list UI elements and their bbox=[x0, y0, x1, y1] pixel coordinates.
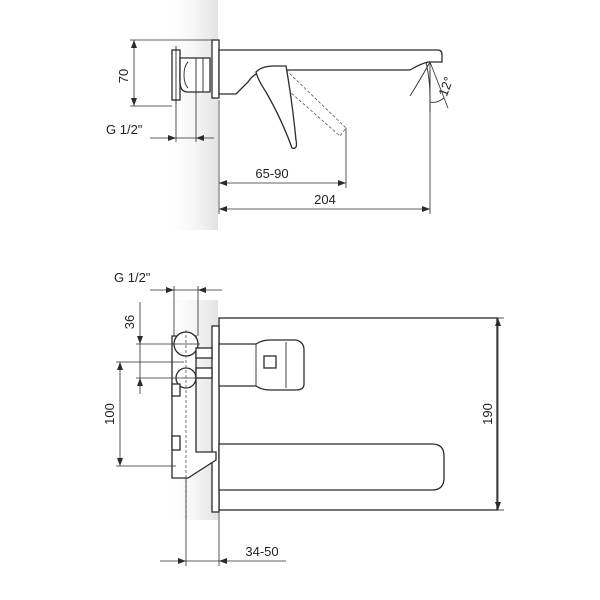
label-total-length: 204 bbox=[314, 192, 336, 207]
wall-plate-front bbox=[211, 325, 220, 513]
wall-plate-side bbox=[211, 39, 220, 99]
concealed-body-front bbox=[171, 330, 217, 520]
label-height-190: 190 bbox=[480, 403, 495, 425]
lever-handle-front bbox=[218, 339, 305, 391]
dim-thread-bottom: G 1/2" bbox=[114, 270, 222, 336]
dim-offset-36: 36 bbox=[122, 302, 200, 394]
front-view: G 1/2" 36 100 190 bbox=[102, 270, 504, 566]
label-angle: 12° bbox=[435, 75, 456, 99]
wall-shading-top bbox=[160, 0, 218, 230]
label-thread-top: G 1/2" bbox=[106, 122, 143, 137]
label-height-70: 70 bbox=[116, 69, 131, 83]
dim-height-190: 190 bbox=[480, 317, 504, 511]
mixer-body-side bbox=[171, 46, 211, 104]
dim-depth-range: 34-50 bbox=[160, 478, 286, 566]
label-depth-range: 34-50 bbox=[245, 544, 278, 559]
label-wall-range: 65-90 bbox=[255, 166, 288, 181]
dim-total-length: 204 bbox=[219, 70, 431, 214]
lever-alt-position bbox=[285, 69, 347, 137]
label-thread-bottom: G 1/2" bbox=[114, 270, 151, 285]
label-offset-36: 36 bbox=[122, 315, 137, 329]
dim-wall-range: 65-90 bbox=[218, 100, 347, 214]
lever-handle-side bbox=[255, 65, 298, 149]
side-view: 70 G 1/2" 65-90 204 bbox=[106, 0, 456, 230]
spout-front bbox=[218, 443, 445, 491]
water-stream bbox=[409, 61, 431, 97]
dim-thread-top: G 1/2" bbox=[106, 92, 214, 142]
label-spacing-100: 100 bbox=[102, 403, 117, 425]
spout-side bbox=[218, 49, 443, 95]
dim-spacing-100: 100 bbox=[102, 361, 184, 467]
dim-height-70: 70 bbox=[116, 39, 212, 107]
dim-angle: 12° bbox=[429, 61, 456, 112]
